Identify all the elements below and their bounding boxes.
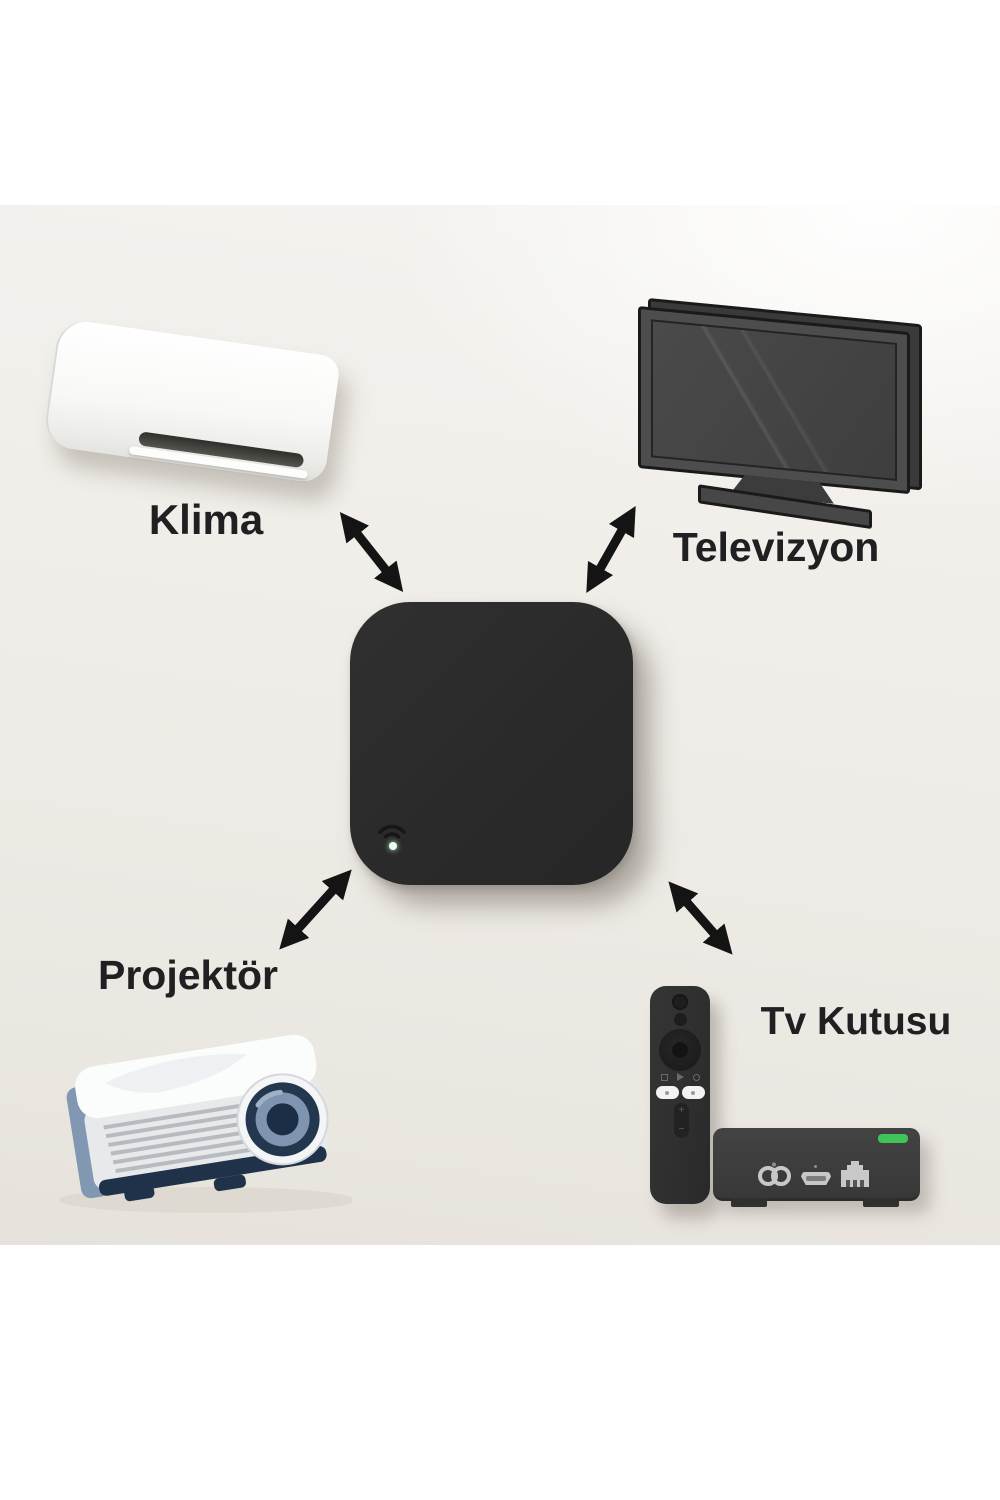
ethernet-port-icon — [841, 1161, 869, 1187]
projector-foot-left — [124, 1185, 155, 1202]
remote-volume-rocker: + − — [674, 1103, 689, 1138]
remote-icon-row — [650, 1072, 710, 1082]
remote-control-illustration: + − — [650, 986, 710, 1204]
remote-pill-button-right — [682, 1086, 705, 1099]
remote-back-icon — [660, 1073, 668, 1081]
ac-body — [42, 318, 342, 485]
smart-ir-hub — [350, 602, 633, 885]
power-port-icon — [758, 1162, 791, 1186]
remote-home-icon — [692, 1073, 700, 1081]
label-televizyon: Televizyon — [672, 524, 880, 570]
hdmi-pin-dot — [814, 1165, 817, 1168]
tvbox-foot-right — [863, 1198, 899, 1207]
remote-play-icon — [676, 1073, 684, 1081]
remote-pill-button-left — [656, 1086, 679, 1099]
tv-3d-group — [638, 297, 922, 530]
projector-top-highlight — [104, 1054, 247, 1093]
projector-illustration — [59, 1034, 352, 1213]
remote-dpad-center — [672, 1042, 688, 1058]
volume-minus: − — [678, 1124, 685, 1135]
wifi-icon — [378, 824, 406, 839]
tvbox-green-led — [878, 1134, 908, 1143]
pill-glyph — [665, 1091, 669, 1095]
hdmi-port-icon — [801, 1172, 831, 1185]
label-projektor: Projektör — [98, 952, 278, 998]
tv-box-illustration — [713, 1128, 920, 1207]
tvbox-foot-left — [731, 1198, 767, 1207]
remote-mic-button — [674, 1013, 687, 1026]
label-tv-kutusu: Tv Kutusu — [760, 1000, 952, 1043]
hdmi-slot — [806, 1176, 826, 1181]
remote-power-button — [672, 994, 688, 1010]
projector-body-group — [66, 1034, 329, 1202]
tv-screen — [651, 319, 897, 481]
projector-lens — [236, 1073, 329, 1166]
projector-foot-right — [213, 1174, 246, 1192]
volume-plus: + — [678, 1105, 685, 1116]
label-klima: Klima — [148, 496, 264, 543]
remote-dpad — [659, 1029, 701, 1071]
television-illustration — [632, 297, 927, 530]
air-conditioner-illustration — [42, 300, 352, 490]
pill-glyph — [691, 1091, 695, 1095]
status-led — [389, 842, 397, 850]
tv-frame — [638, 306, 910, 495]
